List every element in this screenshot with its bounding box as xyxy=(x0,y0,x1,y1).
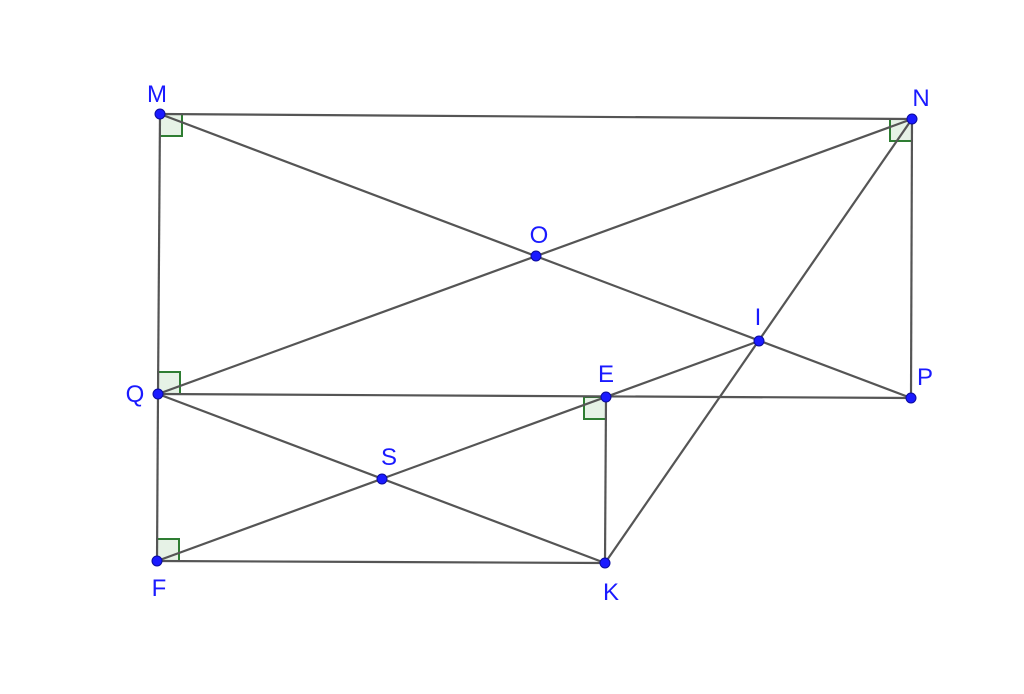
segment-ek xyxy=(603,396,608,564)
point-n xyxy=(906,113,918,125)
point-label-q: Q xyxy=(126,381,145,408)
point-q xyxy=(152,388,164,400)
point-e xyxy=(600,391,612,403)
segment-mq xyxy=(156,113,162,395)
point-o xyxy=(530,250,542,262)
point-label-i: I xyxy=(755,304,762,331)
segments xyxy=(155,112,914,565)
point-label-s: S xyxy=(381,444,397,471)
point-p xyxy=(905,392,917,404)
segment-np xyxy=(909,118,914,399)
point-label-n: N xyxy=(912,85,929,112)
point-labels: M N O I Q E P S F K xyxy=(126,81,933,606)
point-s xyxy=(376,473,388,485)
point-label-f: F xyxy=(152,575,167,602)
point-label-o: O xyxy=(530,222,549,249)
right-angle-markers xyxy=(156,113,913,562)
point-k xyxy=(599,557,611,569)
point-label-e: E xyxy=(598,361,614,388)
point-label-m: M xyxy=(147,81,167,108)
point-i xyxy=(753,335,765,347)
point-label-p: P xyxy=(917,364,933,391)
points xyxy=(151,108,918,569)
point-m xyxy=(154,108,166,120)
segment-fi xyxy=(156,339,760,563)
point-label-k: K xyxy=(603,579,619,606)
segment-fk xyxy=(156,559,606,565)
segment-qp xyxy=(157,392,912,400)
point-f xyxy=(151,555,163,567)
segment-mn xyxy=(159,112,913,121)
segment-qf xyxy=(155,393,160,562)
